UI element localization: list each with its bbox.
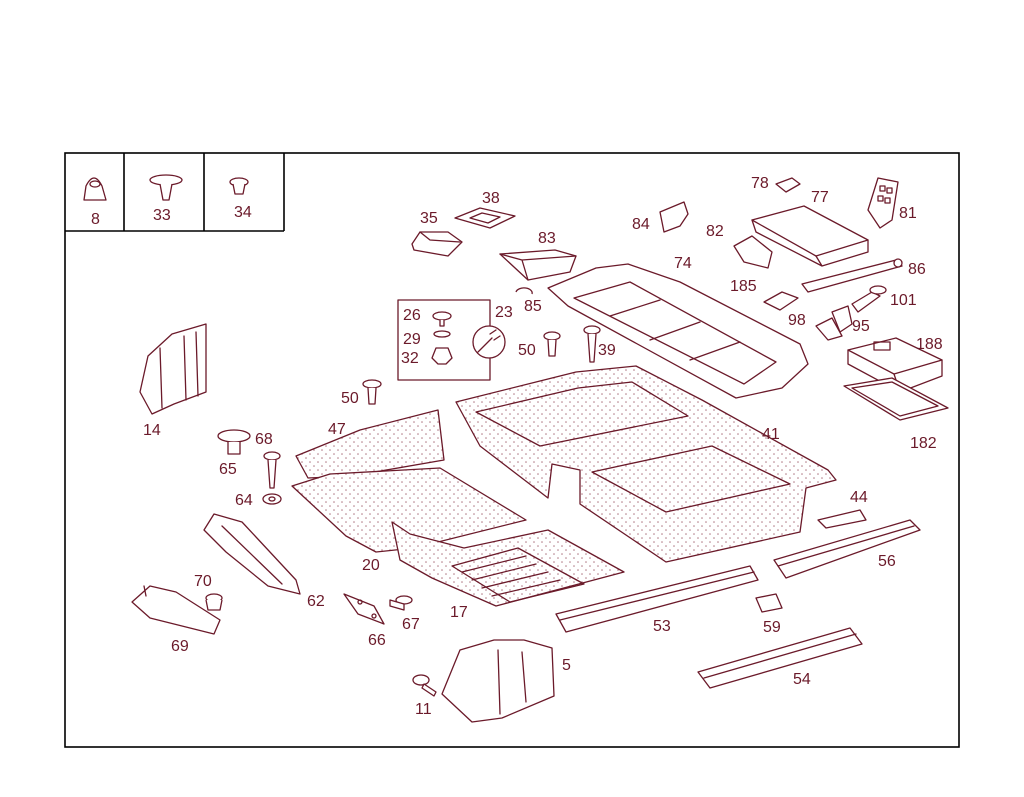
part-65-clip[interactable] (217, 429, 251, 455)
callout-69: 69 (171, 638, 189, 655)
part-67-screw[interactable] (389, 595, 413, 611)
callout-29: 29 (403, 331, 421, 348)
part-182-tray[interactable] (843, 377, 949, 421)
callout-70: 70 (194, 573, 212, 590)
callout-32: 32 (401, 350, 419, 367)
callout-185: 185 (730, 278, 757, 295)
callout-64: 64 (235, 492, 253, 509)
callout-56: 56 (878, 553, 896, 570)
callout-101: 101 (890, 292, 917, 309)
wrench-icon (472, 325, 506, 359)
diagram-frame (64, 152, 960, 748)
callout-67: 67 (402, 616, 420, 633)
callout-26: 26 (403, 307, 421, 324)
callout-65: 65 (219, 461, 237, 478)
part-44-plate[interactable] (817, 509, 867, 529)
callout-38: 38 (482, 190, 500, 207)
callout-23: 23 (495, 304, 513, 321)
part-86-rod[interactable] (801, 258, 903, 293)
callout-98: 98 (788, 312, 806, 329)
callout-39: 39 (598, 342, 616, 359)
callout-66: 66 (368, 632, 386, 649)
callout-84: 84 (632, 216, 650, 233)
part-54-sill[interactable] (697, 627, 863, 689)
inset-label-34: 34 (234, 204, 252, 221)
part-20-front-mat[interactable] (291, 467, 527, 553)
callout-53: 53 (653, 618, 671, 635)
callout-35: 35 (420, 210, 438, 227)
callout-47: 47 (328, 421, 346, 438)
part-81-switch[interactable] (867, 177, 899, 229)
callout-83: 83 (538, 230, 556, 247)
callout-81: 81 (899, 205, 917, 222)
callout-74: 74 (674, 255, 692, 272)
part-74-trunk-tub[interactable] (547, 263, 809, 399)
callout-14: 14 (143, 422, 161, 439)
part-101-screw[interactable] (851, 285, 887, 313)
part-77-panel[interactable] (751, 205, 869, 267)
callout-17: 17 (450, 604, 468, 621)
callout-77: 77 (811, 189, 829, 206)
callout-182: 182 (910, 435, 937, 452)
callout-11: 11 (415, 701, 432, 718)
part-69-bracket[interactable] (131, 585, 221, 635)
part-35-cover[interactable] (411, 231, 463, 257)
part-78-clip[interactable] (775, 177, 801, 193)
callout-86: 86 (908, 261, 926, 278)
inset-part-34[interactable] (229, 177, 249, 195)
part-38-tray[interactable] (454, 207, 516, 229)
callout-5: 5 (562, 657, 571, 674)
callout-54: 54 (793, 671, 811, 688)
part-14-side-trim[interactable] (139, 323, 207, 415)
part-59-clip[interactable] (755, 593, 783, 613)
part-17-floor-mat[interactable] (391, 521, 625, 607)
callout-20: 20 (362, 557, 380, 574)
part-70-nut[interactable] (205, 593, 223, 611)
part-50-clip-b[interactable] (362, 379, 382, 405)
callout-68: 68 (255, 431, 273, 448)
callout-59: 59 (763, 619, 781, 636)
inset-part-8[interactable] (83, 177, 107, 201)
part-56-sill[interactable] (773, 519, 921, 579)
part-185-hinge[interactable] (763, 291, 799, 311)
callout-41: 41 (762, 426, 780, 443)
inset-part-33[interactable] (149, 174, 183, 201)
callout-78: 78 (751, 175, 769, 192)
part-11-screw[interactable] (412, 674, 437, 697)
part-85-ring[interactable] (515, 287, 533, 295)
part-50-clip-a[interactable] (543, 331, 561, 357)
part-95-clip[interactable] (831, 305, 853, 333)
part-64-washer[interactable] (262, 493, 282, 505)
callout-44: 44 (850, 489, 868, 506)
callout-82: 82 (706, 223, 724, 240)
part-82-latch[interactable] (733, 235, 773, 269)
callout-50-b: 50 (341, 390, 359, 407)
part-53-sill[interactable] (555, 565, 759, 633)
part-98-lever[interactable] (815, 317, 843, 341)
callout-95: 95 (852, 318, 870, 335)
part-39-screw[interactable] (583, 325, 601, 363)
inset-box (65, 153, 285, 232)
callout-188: 188 (916, 336, 943, 353)
part-83-box[interactable] (499, 249, 577, 281)
part-41-rear-floor[interactable] (455, 365, 837, 563)
part-68-screw[interactable] (263, 451, 281, 489)
inset-label-8: 8 (91, 211, 100, 228)
callout-50-a: 50 (518, 342, 536, 359)
callout-85: 85 (524, 298, 542, 315)
callout-62: 62 (307, 593, 325, 610)
part-5-wheel-trim[interactable] (441, 639, 555, 723)
part-47-mat[interactable] (295, 409, 445, 479)
part-62-panel[interactable] (203, 513, 301, 595)
part-66-plate[interactable] (343, 593, 385, 625)
part-84-bracket[interactable] (659, 201, 689, 233)
inset-label-33: 33 (153, 207, 171, 224)
